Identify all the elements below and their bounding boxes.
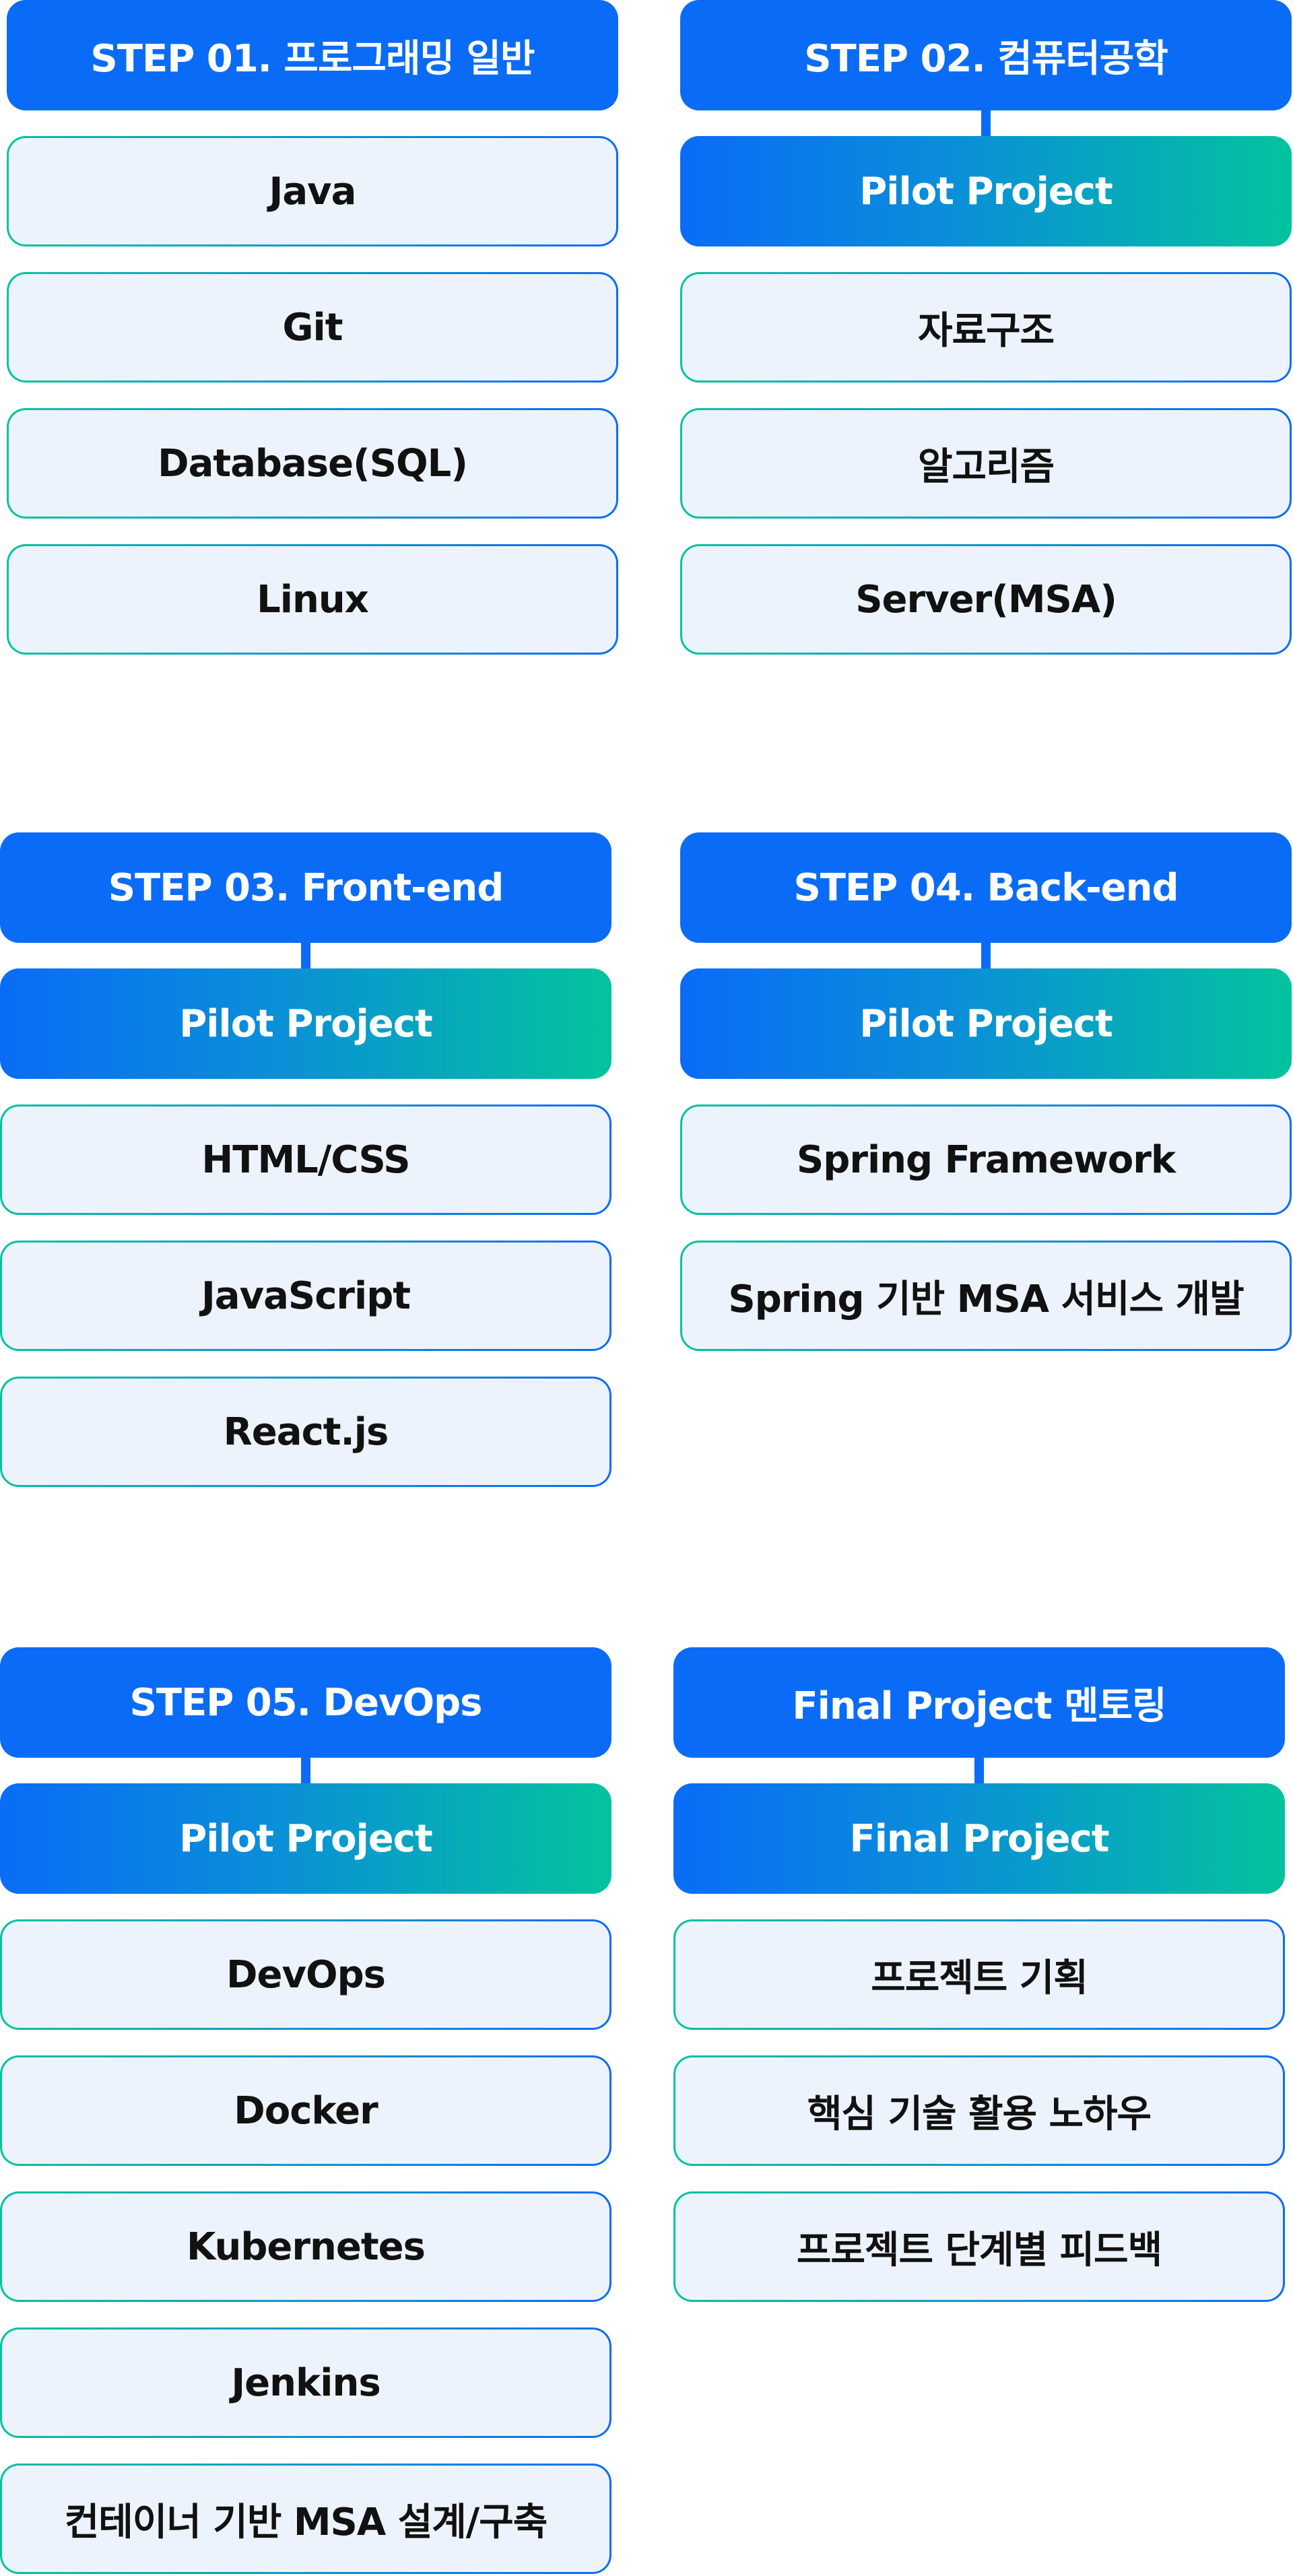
step-04-column: STEP 04. Back-end Pilot Project Spring F…: [680, 832, 1292, 1351]
step-04-item-list: Spring Framework Spring 기반 MSA 서비스 개발: [680, 1104, 1292, 1351]
step-05-connector: [301, 1758, 310, 1783]
final-project-card[interactable]: Final Project: [673, 1783, 1285, 1894]
final-project-connector: [974, 1758, 984, 1783]
step-03-item-list: HTML/CSS JavaScript React.js: [0, 1104, 611, 1487]
step-01-column: STEP 01. 프로그래밍 일반 Java Git Database(SQL)…: [7, 0, 618, 655]
step-04-connector: [981, 943, 991, 968]
final-item-stage-feedback[interactable]: 프로젝트 단계별 피드백: [673, 2191, 1285, 2302]
step-02-item-data-structure[interactable]: 자료구조: [680, 272, 1292, 383]
step-03-item-html-css[interactable]: HTML/CSS: [0, 1104, 611, 1215]
step-01-item-database[interactable]: Database(SQL): [7, 408, 618, 519]
step-05-header[interactable]: STEP 05. DevOps: [0, 1647, 611, 1758]
step-01-header[interactable]: STEP 01. 프로그래밍 일반: [7, 0, 618, 110]
step-03-column: STEP 03. Front-end Pilot Project HTML/CS…: [0, 832, 611, 1487]
final-item-planning[interactable]: 프로젝트 기획: [673, 1919, 1285, 2030]
step-05-item-list: DevOps Docker Kubernetes Jenkins 컨테이너 기반…: [0, 1919, 611, 2574]
step-01-item-list: Java Git Database(SQL) Linux: [7, 136, 618, 655]
step-01-item-linux[interactable]: Linux: [7, 544, 618, 655]
step-02-item-algorithm[interactable]: 알고리즘: [680, 408, 1292, 519]
step-03-header[interactable]: STEP 03. Front-end: [0, 832, 611, 943]
final-item-core-tech-knowhow[interactable]: 핵심 기술 활용 노하우: [673, 2055, 1285, 2166]
step-04-item-spring-msa[interactable]: Spring 기반 MSA 서비스 개발: [680, 1241, 1292, 1351]
step-05-item-docker[interactable]: Docker: [0, 2055, 611, 2166]
step-02-pilot-project[interactable]: Pilot Project: [680, 136, 1292, 246]
step-02-column: STEP 02. 컴퓨터공학 Pilot Project 자료구조 알고리즘 S…: [680, 0, 1292, 655]
step-01-item-java[interactable]: Java: [7, 136, 618, 246]
step-02-item-list: 자료구조 알고리즘 Server(MSA): [680, 272, 1292, 655]
step-05-pilot-project[interactable]: Pilot Project: [0, 1783, 611, 1894]
step-05-item-jenkins[interactable]: Jenkins: [0, 2327, 611, 2438]
step-01-item-git[interactable]: Git: [7, 272, 618, 383]
step-02-connector: [981, 110, 991, 136]
step-04-header[interactable]: STEP 04. Back-end: [680, 832, 1292, 943]
step-02-header[interactable]: STEP 02. 컴퓨터공학: [680, 0, 1292, 110]
step-03-item-javascript[interactable]: JavaScript: [0, 1241, 611, 1351]
step-02-item-server-msa[interactable]: Server(MSA): [680, 544, 1292, 655]
final-project-column: Final Project 멘토링 Final Project 프로젝트 기획 …: [673, 1647, 1285, 2302]
final-project-header[interactable]: Final Project 멘토링: [673, 1647, 1285, 1758]
step-04-item-spring-framework[interactable]: Spring Framework: [680, 1104, 1292, 1215]
step-05-item-container-msa[interactable]: 컨테이너 기반 MSA 설계/구축: [0, 2464, 611, 2574]
step-03-pilot-project[interactable]: Pilot Project: [0, 968, 611, 1079]
step-05-item-kubernetes[interactable]: Kubernetes: [0, 2191, 611, 2302]
step-05-item-devops[interactable]: DevOps: [0, 1919, 611, 2030]
step-05-column: STEP 05. DevOps Pilot Project DevOps Doc…: [0, 1647, 611, 2574]
step-03-item-react[interactable]: React.js: [0, 1377, 611, 1487]
final-project-item-list: 프로젝트 기획 핵심 기술 활용 노하우 프로젝트 단계별 피드백: [673, 1919, 1285, 2302]
step-03-connector: [301, 943, 310, 968]
step-04-pilot-project[interactable]: Pilot Project: [680, 968, 1292, 1079]
